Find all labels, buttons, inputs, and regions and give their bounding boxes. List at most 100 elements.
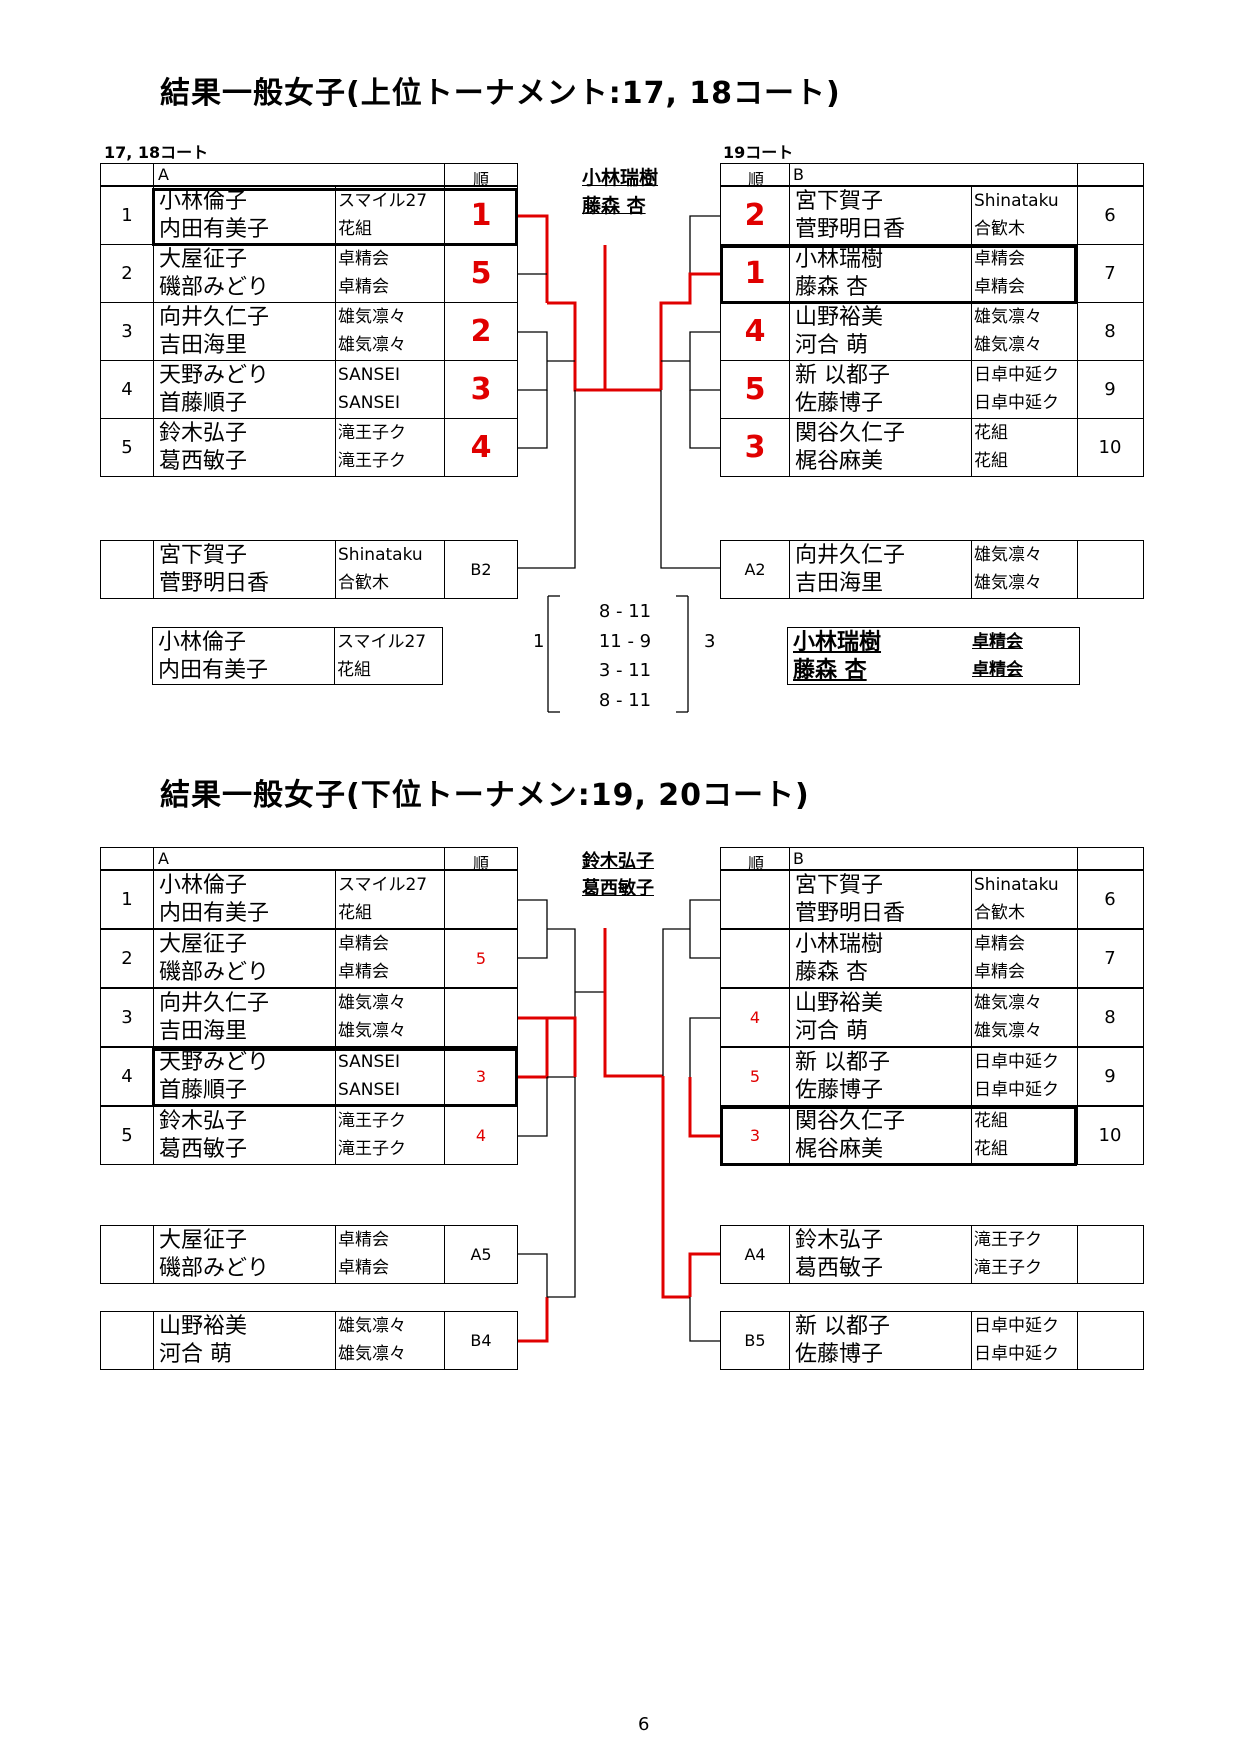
club-name: 卓精会: [974, 277, 1025, 297]
club-name: 卓精会: [338, 1230, 389, 1250]
team-row: 2 宮下賀子 菅野明日香 Shinataku 合歓木 6: [720, 186, 1144, 245]
club-name: 合歓木: [974, 903, 1025, 923]
rank-value: 1: [744, 256, 766, 291]
top-left-extra-row: 宮下賀子 菅野明日香 Shinataku 合歓木 B2: [100, 540, 518, 599]
top-winner-name-2: 藤森 杏: [582, 195, 646, 217]
club-name: 日卓中延ク: [974, 1080, 1059, 1100]
club-name: SANSEI: [338, 393, 400, 413]
seed-label: B2: [470, 560, 492, 579]
player-name: 小林倫子: [158, 630, 247, 655]
player-name: 首藤順子: [159, 391, 248, 416]
rank-value: 5: [749, 1067, 761, 1086]
team-row: 1 小林倫子 内田有美子 スマイル27 花組: [100, 870, 518, 929]
club-name: スマイル27: [337, 632, 427, 652]
group-label: B: [793, 849, 804, 868]
club-name: Shinataku: [974, 191, 1059, 211]
bracket-line: [518, 1253, 548, 1297]
bracket-line: [518, 214, 549, 303]
club-name: 雄気凛々: [974, 545, 1042, 565]
rank-value: 3: [475, 1067, 487, 1086]
team-number: 3: [121, 321, 133, 342]
player-name: 向井久仁子: [159, 991, 270, 1016]
bracket-line: [547, 928, 576, 1078]
team-number: 4: [121, 1066, 133, 1087]
player-name: 鈴木弘子: [159, 421, 248, 446]
bottom-winner-name-1: 鈴木弘子: [582, 851, 654, 872]
player-name: 菅野明日香: [159, 571, 270, 596]
player-name: 磯部みどり: [159, 960, 270, 985]
top-left-header: A 順: [100, 163, 518, 189]
team-number: 3: [121, 1007, 133, 1028]
bracket-line: [689, 899, 720, 959]
club-name: 日卓中延ク: [974, 1052, 1059, 1072]
player-name: 大屋征子: [159, 1228, 248, 1253]
bracket-line: [689, 390, 720, 449]
rank-value: 3: [744, 430, 766, 465]
club-name: 雄気凛々: [974, 993, 1042, 1013]
club-name: SANSEI: [338, 1080, 400, 1100]
bracket-line: [547, 1077, 576, 1298]
club-name: 花組: [974, 451, 1008, 471]
team-row: 1 小林瑞樹 藤森 杏 卓精会 卓精会 7: [720, 244, 1144, 303]
player-name: 葛西敏子: [159, 449, 248, 474]
game-score: 8 - 11: [598, 601, 652, 622]
player-name: 山野裕美: [795, 991, 884, 1016]
rank-value: 5: [475, 949, 487, 968]
team-row: 5 新 以都子 佐藤博子 日卓中延ク 日卓中延ク 9: [720, 1047, 1144, 1106]
club-name: 滝王子ク: [338, 1139, 406, 1159]
team-number: 10: [1098, 437, 1122, 458]
club-name: 雄気凛々: [338, 1344, 406, 1364]
player-name: 藤森 杏: [795, 960, 868, 985]
player-name: 首藤順子: [159, 1078, 248, 1103]
club-name: 雄気凛々: [974, 1021, 1042, 1041]
club-name: 卓精会: [338, 962, 389, 982]
player-name: 宮下賀子: [795, 189, 884, 214]
club-name: スマイル27: [338, 191, 428, 211]
player-name: 向井久仁子: [159, 305, 270, 330]
game-score: 11 - 9: [598, 631, 652, 652]
club-name: 卓精会: [974, 934, 1025, 954]
club-name: 雄気凛々: [338, 307, 406, 327]
bracket-line: [689, 215, 720, 303]
club-name: 花組: [974, 1111, 1008, 1131]
club-name: 雄気凛々: [338, 993, 406, 1013]
club-name: 花組: [337, 660, 371, 680]
bracket-line: [518, 1077, 548, 1137]
club-name: 雄気凛々: [338, 335, 406, 355]
team-row: 5 鈴木弘子 葛西敏子 滝王子ク 滝王子ク 4: [100, 1106, 518, 1165]
bracket-line: [518, 390, 576, 569]
bracket-line: [689, 1017, 720, 1077]
top-right-extra-row: A2 向井久仁子 吉田海里 雄気凛々 雄気凛々: [720, 540, 1144, 599]
bracket-line: [547, 1016, 577, 1077]
team-row: 4 天野みどり 首藤順子 SANSEI SANSEI 3: [100, 360, 518, 419]
team-row: 小林瑞樹 藤森 杏 卓精会 卓精会 7: [720, 929, 1144, 988]
player-name: 佐藤博子: [795, 391, 884, 416]
club-name: 雄気凛々: [974, 307, 1042, 327]
club-name: 卓精会: [338, 934, 389, 954]
club-name: 日卓中延ク: [974, 1316, 1059, 1336]
team-number: 9: [1104, 379, 1116, 400]
seed-label: A4: [744, 1245, 766, 1264]
top-right-caption: 19コート: [723, 143, 794, 162]
rank-value: 4: [749, 1008, 761, 1027]
seed-label: B4: [470, 1331, 492, 1350]
player-name: 大屋征子: [159, 247, 248, 272]
rank-value: 4: [470, 430, 492, 465]
bracket-line: [688, 1252, 720, 1297]
player-name: 天野みどり: [159, 1050, 270, 1075]
extra-row: 大屋征子 磯部みどり 卓精会 卓精会 A5: [100, 1225, 518, 1284]
team-number: 4: [121, 379, 133, 400]
seed-label: A2: [744, 560, 766, 579]
player-name: 佐藤博子: [795, 1342, 884, 1367]
club-name: 雄気凛々: [338, 1021, 406, 1041]
player-name: 大屋征子: [159, 932, 248, 957]
player-name: 小林倫子: [159, 189, 248, 214]
player-name: 鈴木弘子: [159, 1109, 248, 1134]
club-name: Shinataku: [338, 545, 423, 565]
club-name: 卓精会: [974, 249, 1025, 269]
player-name: 内田有美子: [158, 658, 269, 683]
rank-header: 順: [473, 854, 490, 873]
team-row: 3 向井久仁子 吉田海里 雄気凛々 雄気凛々 2: [100, 302, 518, 361]
bracket-line: [688, 1077, 720, 1138]
